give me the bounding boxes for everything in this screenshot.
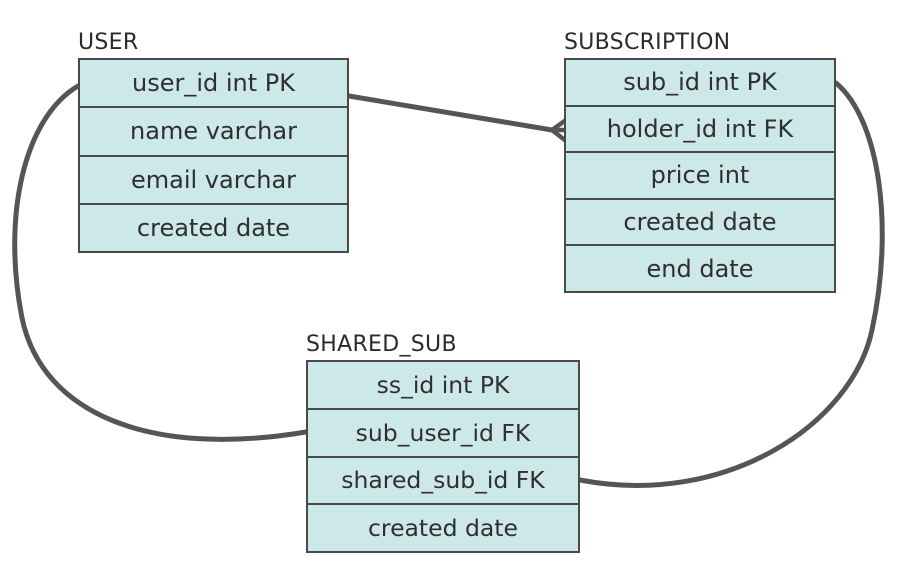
attribute-label: ss_id int PK xyxy=(376,370,510,399)
attribute-label: holder_id int FK xyxy=(606,114,794,143)
entity-shared-sub[interactable]: SHARED_SUB ss_id int PK sub_user_id FK s… xyxy=(306,332,580,553)
table-row[interactable]: sub_id int PK xyxy=(566,60,834,107)
connector-user-subscription xyxy=(346,93,555,133)
table-row[interactable]: sub_user_id FK xyxy=(308,409,578,458)
attribute-label: sub_user_id FK xyxy=(355,418,531,447)
attribute-label: created date xyxy=(136,213,291,242)
table-row[interactable]: user_id int PK xyxy=(80,60,347,109)
table-row[interactable]: email varchar xyxy=(80,156,347,205)
attribute-label: shared_sub_id FK xyxy=(341,466,545,495)
entity-user-table: user_id int PK name varchar email varcha… xyxy=(78,58,349,253)
attribute-label: name varchar xyxy=(130,117,297,146)
table-row[interactable]: created date xyxy=(80,204,347,251)
attribute-label: sub_id int PK xyxy=(623,68,777,97)
attribute-label: email varchar xyxy=(130,165,297,194)
table-row[interactable]: holder_id int FK xyxy=(566,106,834,154)
table-row[interactable]: ss_id int PK xyxy=(308,362,578,410)
entity-subscription[interactable]: SUBSCRIPTION sub_id int PK holder_id int… xyxy=(564,30,836,293)
entity-subscription-table: sub_id int PK holder_id int FK price int… xyxy=(564,58,836,293)
table-row[interactable]: name varchar xyxy=(80,108,347,157)
entity-user-title: USER xyxy=(78,30,139,55)
table-row[interactable]: price int xyxy=(566,153,834,200)
entity-shared-sub-title: SHARED_SUB xyxy=(306,332,457,357)
attribute-label: price int xyxy=(650,161,750,190)
table-row[interactable]: shared_sub_id FK xyxy=(308,457,578,506)
entity-user[interactable]: USER user_id int PK name varchar email v… xyxy=(78,30,349,253)
entity-subscription-title: SUBSCRIPTION xyxy=(564,30,731,55)
attribute-label: created date xyxy=(623,208,777,237)
table-row[interactable]: created date xyxy=(308,505,578,551)
attribute-label: user_id int PK xyxy=(131,69,295,98)
table-row[interactable]: end date xyxy=(566,246,834,291)
attribute-label: created date xyxy=(368,514,518,543)
attribute-label: end date xyxy=(646,254,754,283)
table-row[interactable]: created date xyxy=(566,199,834,247)
entity-shared-sub-table: ss_id int PK sub_user_id FK shared_sub_i… xyxy=(306,360,580,553)
